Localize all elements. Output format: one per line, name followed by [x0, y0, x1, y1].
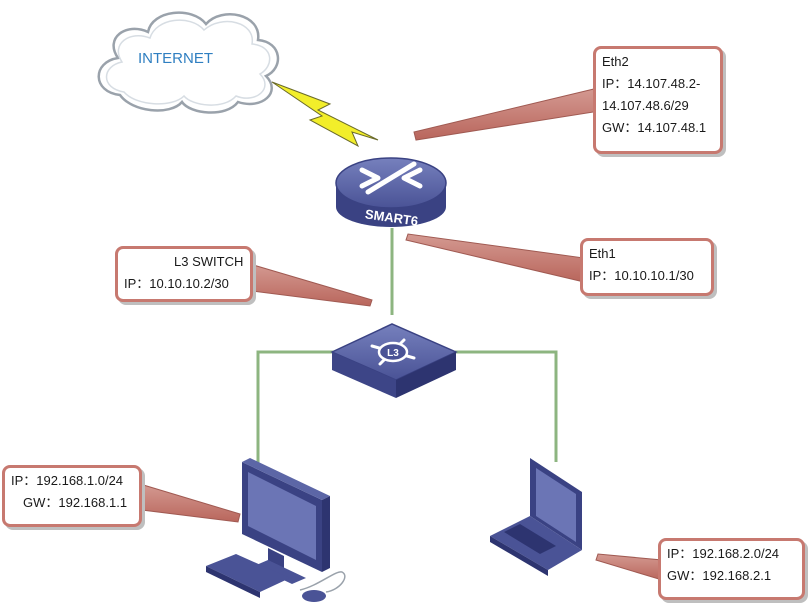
link-switch-desktop	[256, 350, 340, 465]
l3switch-pointer	[243, 263, 373, 307]
eth2-ip: IP：14.107.48.2-	[602, 76, 701, 91]
internet-cloud-icon	[97, 11, 280, 114]
eth2-callout: Eth2 IP：14.107.48.2- 14.107.48.6/29 GW：1…	[593, 46, 723, 154]
laptop-pointer	[595, 553, 663, 581]
router-label: SMART6	[364, 206, 419, 228]
eth2-ip-range-end: 14.107.48.6/29	[602, 98, 689, 113]
internet-label: INTERNET	[138, 50, 213, 67]
l3switch-callout: L3 SWITCH IP：10.10.10.2/30	[115, 246, 253, 302]
laptop-ip: IP：192.168.2.0/24	[667, 546, 780, 561]
lightning-bolt-icon	[271, 81, 379, 148]
eth2-title: Eth2	[602, 54, 629, 69]
switch-label: L3	[387, 348, 399, 359]
laptop-gateway: GW：192.168.2.1	[667, 568, 772, 583]
network-links	[256, 228, 558, 465]
desktop-callout: IP：192.168.1.0/24 GW：192.168.1.1	[2, 465, 142, 527]
desktop-computer-icon	[206, 458, 346, 602]
eth1-pointer	[405, 233, 585, 283]
eth1-callout: Eth1 IP：10.10.10.1/30	[580, 238, 714, 296]
desktop-ip: IP：192.168.1.0/24	[11, 473, 124, 488]
eth1-ip: IP：10.10.10.1/30	[589, 268, 694, 283]
eth2-gateway: GW：14.107.48.1	[602, 120, 707, 135]
eth1-title: Eth1	[589, 246, 616, 261]
l3switch-ip: IP：10.10.10.2/30	[124, 276, 229, 291]
laptop-callout: IP：192.168.2.0/24 GW：192.168.2.1	[658, 538, 805, 600]
laptop-icon	[490, 458, 582, 576]
desktop-gateway: GW：192.168.1.1	[23, 495, 128, 510]
l3switch-title: L3 SWITCH	[174, 254, 244, 269]
l3-switch-icon: L3	[330, 323, 458, 398]
router-icon: SMART6	[335, 157, 447, 229]
eth2-pointer	[413, 87, 607, 141]
desktop-pointer	[139, 483, 241, 523]
link-switch-laptop	[455, 350, 558, 462]
